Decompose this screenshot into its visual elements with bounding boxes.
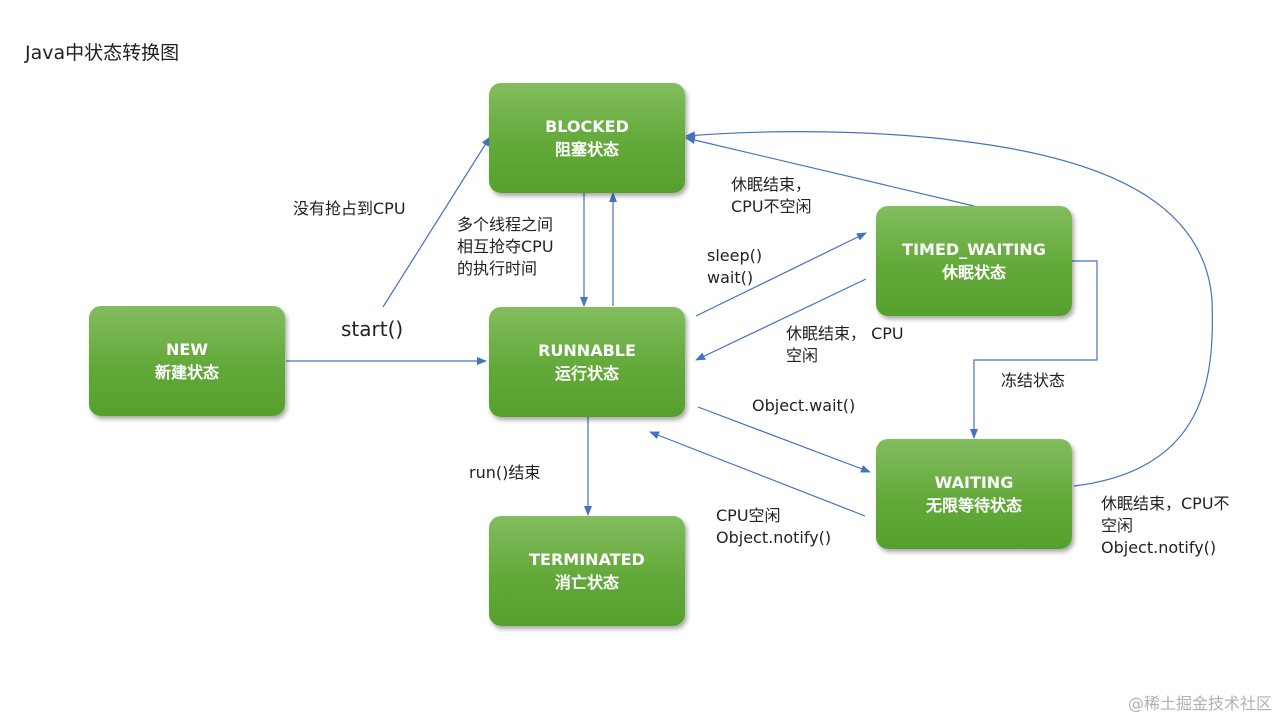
arrow-timed-waiting-to-blocked	[685, 136, 975, 207]
diagram-title: Java中状态转换图	[25, 42, 180, 64]
state-blocked-cn: 阻塞状态	[554, 140, 619, 159]
arrow-timed-waiting-to-waiting	[970, 260, 1098, 439]
state-runnable: RUNNABLE 运行状态	[489, 307, 685, 417]
label-compete: 多个线程之间 相互抢夺CPU 的执行时间	[457, 215, 554, 278]
state-waiting-en: WAITING	[934, 473, 1014, 492]
state-new: NEW 新建状态	[89, 306, 285, 416]
label-object-wait: Object.wait()	[752, 396, 856, 415]
arrow-timed-waiting-to-runnable	[695, 278, 867, 361]
arrow-runnable-to-timed-waiting	[695, 232, 867, 317]
label-sleep-end-blocked: 休眠结束， CPU不空闲	[731, 175, 812, 216]
label-cpu-free-notify: CPU空闲 Object.notify()	[716, 506, 832, 547]
state-waiting-cn: 无限等待状态	[925, 496, 1022, 515]
arrow-runnable-to-waiting	[697, 406, 871, 473]
label-start: start()	[341, 317, 404, 341]
state-blocked-en: BLOCKED	[545, 117, 629, 136]
state-waiting: WAITING 无限等待状态	[876, 439, 1072, 549]
arrow-waiting-to-blocked	[685, 131, 1213, 487]
label-run-end: run()结束	[469, 463, 541, 482]
state-timed-waiting-en: TIMED_WAITING	[902, 240, 1046, 259]
state-terminated: TERMINATED 消亡状态	[489, 516, 685, 626]
state-runnable-en: RUNNABLE	[538, 341, 636, 360]
state-terminated-en: TERMINATED	[529, 550, 645, 569]
label-sleep-end-runnable: 休眠结束， CPU 空闲	[786, 324, 904, 365]
state-timed-waiting: TIMED_WAITING 休眠状态	[876, 206, 1072, 316]
state-runnable-cn: 运行状态	[554, 364, 619, 383]
state-new-cn: 新建状态	[154, 363, 219, 382]
label-freeze: 冻结状态	[1001, 371, 1066, 390]
state-blocked: BLOCKED 阻塞状态	[489, 83, 685, 193]
arrow-start-to-blocked	[382, 136, 491, 308]
watermark: @稀土掘金技术社区	[1127, 694, 1272, 713]
state-new-en: NEW	[166, 340, 208, 359]
state-timed-waiting-cn: 休眠状态	[941, 263, 1006, 282]
label-sleep-wait: sleep() wait()	[707, 246, 763, 287]
arrow-waiting-to-runnable	[649, 431, 866, 517]
state-terminated-cn: 消亡状态	[554, 573, 619, 592]
label-waiting-to-blocked: 休眠结束，CPU不 空闲 Object.notify()	[1101, 494, 1230, 557]
label-no-cpu: 没有抢占到CPU	[293, 199, 406, 218]
